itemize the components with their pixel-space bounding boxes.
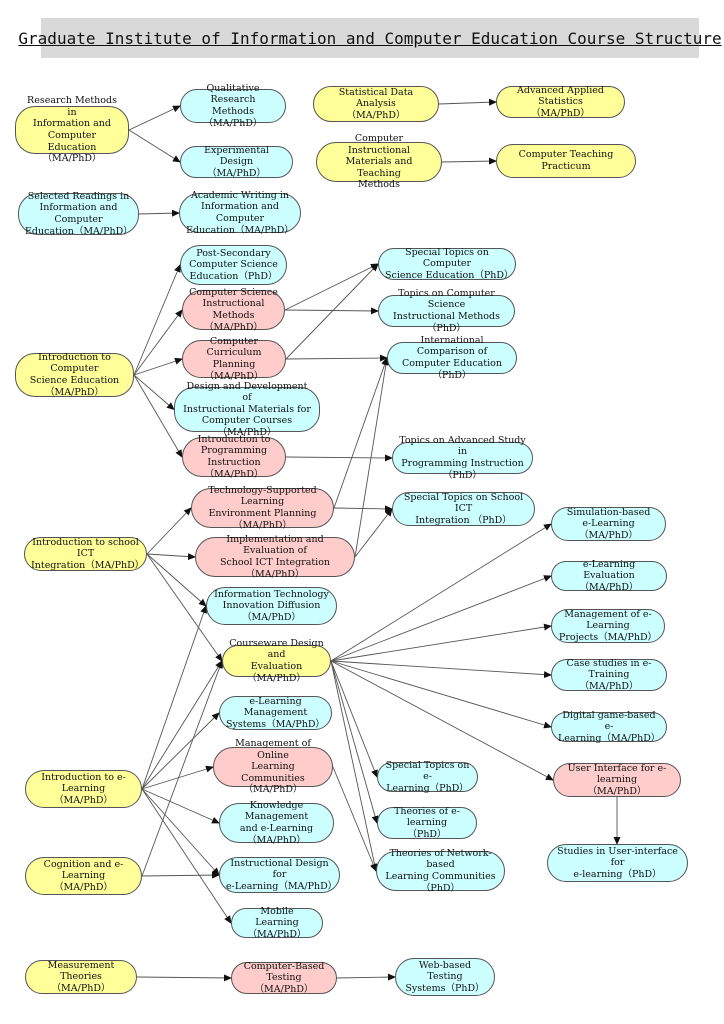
course-node-rm: Research Methods in Information and Comp…: [15, 95, 129, 164]
course-node-ed: Experimental Design （MA/PhD）: [180, 145, 293, 179]
edge-iesict-icce: [354, 357, 390, 558]
course-node-cde: Courseware Design and Evaluation（MA/PhD）: [222, 638, 331, 684]
edge-cde-stel: [330, 660, 378, 778]
course-node-ccp: Computer Curriculum Planning （MA/PhD）: [182, 336, 286, 382]
course-node-tcsim: Topics on Computer Science Instructional…: [378, 288, 515, 334]
course-node-ml: Mobile Learning （MA/PhD）: [231, 906, 323, 940]
edge-molc-tnblc: [332, 766, 377, 872]
course-node-kmel: Knowledge Management and e-Learning （MA/…: [219, 800, 334, 846]
course-node-idel: Instructional Design for e-Learning（MA/P…: [219, 857, 340, 893]
edge-icse-ddim: [133, 374, 175, 411]
course-node-aas: Advanced Applied Statistics （MA/PhD）: [496, 85, 625, 119]
edge-icse-ipi: [133, 374, 183, 458]
edge-cde-toel: [330, 660, 379, 824]
edge-isict-cde: [146, 553, 223, 662]
edge-csim-tcsim: [284, 307, 379, 315]
course-node-csim: Computer Science Instructional Methods （…: [182, 287, 285, 333]
course-node-stel: Special Topics on e- Learning（PhD）: [377, 760, 478, 794]
page-title: Graduate Institute of Information and Co…: [18, 28, 722, 48]
course-node-cim: Computer Instructional Materials and Tea…: [316, 133, 442, 190]
edge-isict-tslep: [146, 507, 192, 555]
edge-sda-aas: [438, 98, 497, 106]
course-node-aw: Academic Writing in Information and Comp…: [179, 190, 301, 236]
edge-cde-cset: [330, 660, 552, 679]
edge-mt-cbt: [136, 974, 232, 982]
course-node-stcse: Special Topics on Computer Science Educa…: [378, 247, 516, 281]
course-node-ele: e-Learning Evaluation （MA/PhD）: [551, 559, 667, 593]
course-node-wbts: Web-based Testing Systems（PhD）: [395, 958, 495, 996]
edge-cde-uiel: [330, 660, 554, 781]
course-node-pscse: Post-Secondary Computer Science Educatio…: [180, 245, 287, 285]
course-node-uiel: User Interface for e-learning （MA/PhD）: [553, 763, 681, 797]
edge-cde-ele: [330, 575, 552, 662]
edge-iel-ml: [141, 788, 232, 924]
course-node-stsict: Special Topics on School ICT Integration…: [392, 492, 535, 526]
edge-ccp-icce: [285, 354, 388, 362]
edge-cde-tnblc: [330, 660, 378, 872]
course-node-ddim: Design and Development of Instructional …: [174, 381, 320, 438]
edge-cde-melp: [330, 623, 552, 662]
edge-iel-molc: [141, 765, 214, 790]
edge-iel-kmel: [141, 788, 220, 824]
edge-iel-itid: [141, 605, 207, 790]
course-node-sbel: Simulation-based e-Learning（MA/PhD）: [551, 507, 666, 541]
edge-iel-idel: [141, 788, 220, 876]
course-node-taspi: Topics on Advanced Study in Programming …: [392, 435, 533, 481]
edge-sr-aw: [138, 209, 180, 217]
edge-icse-pscse: [133, 264, 181, 376]
course-node-qr: Qualitative Research Methods（MA/PhD）: [180, 83, 286, 129]
course-node-iel: Introduction to e-Learning （MA/PhD）: [25, 770, 142, 808]
course-node-tslep: Technology-Supported Learning Environmen…: [191, 485, 334, 531]
course-node-toel: Theories of e-learning （PhD）: [377, 806, 477, 840]
course-node-isict: Introduction to school ICT Integration（M…: [24, 537, 147, 571]
edge-ccp-stcse: [285, 263, 379, 360]
course-node-elms: e-Learning Management Systems（MA/PhD）: [219, 696, 332, 730]
edge-tslep-icce: [333, 357, 388, 509]
edge-cde-sbel: [330, 523, 552, 662]
edge-csim-stcse: [284, 263, 379, 311]
course-node-sr: Selected Readings in Information and Com…: [18, 191, 139, 237]
edge-cim-ctp: [441, 157, 497, 165]
edge-isict-iesict: [146, 553, 196, 561]
course-node-melp: Management of e-Learning Projects（MA/PhD…: [551, 609, 665, 643]
edge-cel-cde: [141, 660, 223, 877]
course-node-cel: Cognition and e-Learning （MA/PhD）: [25, 857, 142, 895]
edge-cel-idel: [141, 871, 220, 879]
edge-cde-dgbel: [330, 660, 552, 729]
title-bar: Graduate Institute of Information and Co…: [18, 18, 722, 58]
edge-iesict-stsict: [354, 508, 393, 558]
course-node-iesict: Implementation and Evaluation of School …: [195, 534, 355, 580]
edge-iel-cde: [141, 660, 223, 790]
edge-icse-ccp: [133, 357, 183, 376]
edge-icse-csim: [133, 309, 183, 376]
course-node-dgbel: Digital game-based e- Learning（MA/PhD）: [551, 710, 667, 744]
course-node-mt: Measurement Theories （MA/PhD）: [25, 960, 137, 994]
edge-rm-qr: [128, 105, 181, 131]
course-node-itid: Information Technology Innovation Diffus…: [206, 587, 337, 625]
course-node-ctp: Computer Teaching Practicum: [496, 144, 636, 178]
edge-iel-elms: [141, 712, 220, 790]
course-node-sda: Statistical Data Analysis （MA/PhD）: [313, 86, 439, 122]
course-node-suiel: Studies in User-interface for e-learning…: [547, 844, 688, 882]
course-node-icce: International Comparison of Computer Edu…: [387, 335, 517, 381]
course-node-tnblc: Theories of Network-based Learning Commu…: [376, 848, 505, 894]
edge-cbt-wbts: [336, 973, 396, 981]
course-node-icse: Introduction to Computer Science Educati…: [15, 352, 134, 398]
edge-ipi-taspi: [285, 454, 393, 462]
edge-rm-ed: [128, 129, 181, 163]
course-node-ipi: Introduction to Programming Instruction …: [182, 434, 286, 480]
course-node-molc: Management of Online Learning Communitie…: [213, 738, 333, 795]
course-node-cbt: Computer-Based Testing （MA/PhD）: [231, 961, 337, 995]
edge-isict-itid: [146, 553, 207, 607]
course-node-cset: Case studies in e-Training （MA/PhD）: [551, 658, 667, 692]
